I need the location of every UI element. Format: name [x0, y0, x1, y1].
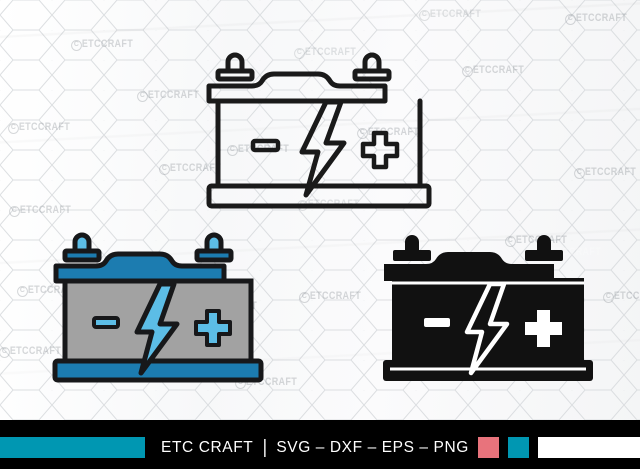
battery-top-cover	[53, 251, 227, 284]
copyright-icon: C	[71, 40, 82, 51]
plus-icon	[194, 309, 232, 347]
copyright-icon: C	[9, 206, 20, 217]
copyright-icon: C	[0, 347, 10, 358]
watermark-text: ETCCRAFT	[429, 8, 482, 20]
copyright-icon: C	[299, 292, 310, 303]
watermark-text: ETCCRAFT	[147, 89, 200, 101]
copyright-icon: C	[574, 168, 585, 179]
car-battery-outline	[205, 45, 445, 213]
lightning-bolt-icon	[299, 99, 347, 198]
watermark-text: ETCCRAFT	[169, 162, 222, 174]
watermark-text: ETCCRAFT	[309, 290, 362, 302]
footer-separator: |	[262, 436, 268, 458]
footer-accent-bar	[0, 437, 145, 458]
copyright-icon: C	[294, 48, 305, 59]
lightning-bolt-icon	[464, 281, 510, 376]
copyright-icon: C	[17, 286, 28, 297]
watermark-text: ETCCRAFT	[575, 12, 628, 24]
minus-icon	[92, 316, 120, 329]
copyright-icon: C	[357, 128, 368, 139]
copyright-icon: C	[137, 91, 148, 102]
watermark-text: ETCCRAFT	[584, 166, 637, 178]
watermark-text: ETCCRAFT	[613, 290, 640, 302]
watermark-text: ETCCRAFT	[304, 46, 357, 58]
copyright-icon: C	[565, 14, 576, 25]
swatch-teal	[507, 437, 529, 458]
footer-bar: ETC CRAFT | SVG – DXF – EPS – PNG	[0, 426, 640, 469]
file-formats-label: SVG – DXF – EPS – PNG	[276, 438, 469, 456]
brand-name: ETC CRAFT	[161, 438, 254, 456]
lightning-bolt-icon	[134, 281, 180, 376]
car-battery-silhouette	[382, 228, 604, 390]
copyright-icon: C	[462, 66, 473, 77]
footer-top-rule	[0, 420, 640, 426]
copyright-icon: C	[505, 236, 516, 247]
watermark-text: ETCCRAFT	[19, 204, 72, 216]
copyright-icon: C	[159, 164, 170, 175]
swatch-white	[537, 437, 640, 458]
watermark-text: ETCCRAFT	[9, 345, 62, 357]
plus-icon	[360, 130, 400, 170]
minus-icon	[250, 138, 281, 153]
copyright-icon: C	[227, 145, 238, 156]
watermark-text: ETCCRAFT	[18, 121, 71, 133]
battery-base	[52, 358, 264, 383]
watermark-text: ETCCRAFT	[472, 64, 525, 76]
swatch-red	[477, 437, 499, 458]
copyright-icon: C	[8, 123, 19, 134]
minus-icon	[424, 318, 450, 327]
copyright-icon: C	[603, 292, 614, 303]
car-battery-color	[52, 228, 274, 390]
copyright-icon: C	[419, 10, 430, 21]
plus-icon	[525, 310, 562, 347]
watermark-text: ETCCRAFT	[81, 38, 134, 50]
